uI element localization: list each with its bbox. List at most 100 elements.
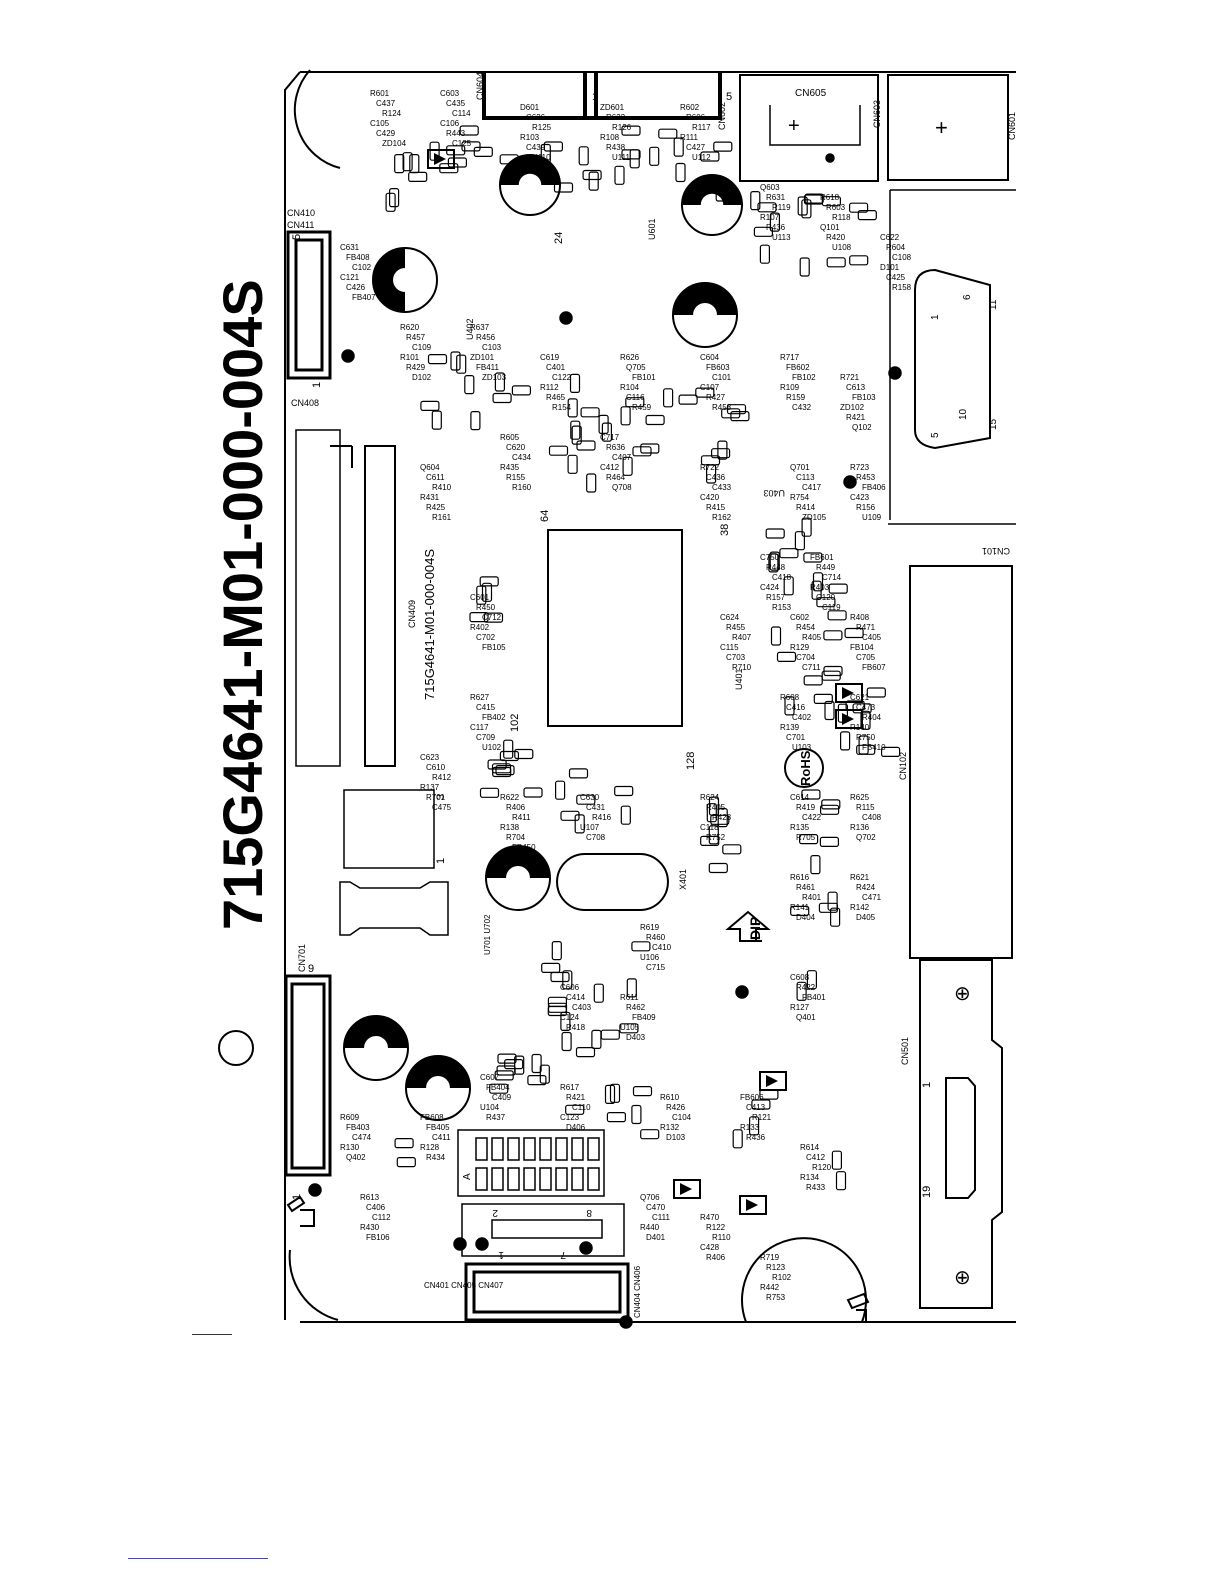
smd-pad-130 bbox=[708, 862, 728, 874]
c702-capacitor-fill bbox=[344, 1016, 408, 1048]
ref-c427: C427 bbox=[686, 143, 706, 152]
smd-pad-4 bbox=[459, 125, 479, 136]
pin-hdmi-19: 19 bbox=[921, 1186, 933, 1198]
ref-c630: C630 bbox=[580, 793, 600, 802]
ref-fb602: FB602 bbox=[786, 363, 810, 372]
cn602-label: CN602 bbox=[717, 102, 727, 130]
ref-u109: U109 bbox=[862, 513, 882, 522]
ref-r453: R453 bbox=[856, 473, 876, 482]
via-7 bbox=[843, 475, 857, 489]
ref-c473: C473 bbox=[856, 703, 876, 712]
smd-pad-24 bbox=[588, 171, 599, 191]
ref-r136: R136 bbox=[850, 823, 870, 832]
smd-pad-96 bbox=[803, 552, 823, 563]
d601-diode-mark bbox=[434, 153, 446, 165]
ref-r431: R431 bbox=[420, 493, 440, 502]
screw-right-icon bbox=[846, 1292, 870, 1323]
smd-pad-79 bbox=[710, 448, 731, 459]
dip-switch-bottom-0 bbox=[475, 1167, 488, 1191]
pin-cn602-5: 5 bbox=[726, 91, 732, 103]
ref-c422: C422 bbox=[802, 813, 822, 822]
smd-pad-122 bbox=[492, 766, 512, 778]
smd-pad-71 bbox=[721, 408, 741, 419]
smd-pad-133 bbox=[819, 804, 840, 815]
ref-r103: R103 bbox=[520, 133, 540, 142]
smd-pad-166 bbox=[632, 1085, 653, 1097]
ref-r421: R421 bbox=[566, 1093, 586, 1102]
ref-c435: C435 bbox=[446, 99, 466, 108]
smd-pad-120 bbox=[487, 759, 507, 770]
ref-r404: R404 bbox=[862, 713, 882, 722]
ref-r705: R705 bbox=[796, 833, 816, 842]
ref-r610: R610 bbox=[660, 1093, 680, 1102]
ref-fb105: FB105 bbox=[482, 643, 506, 652]
zd105-diode bbox=[739, 1195, 767, 1215]
ref-c425: C425 bbox=[886, 273, 906, 282]
smd-pad-176 bbox=[527, 1074, 547, 1086]
pin-cn701-1: 1 bbox=[291, 1194, 303, 1200]
smd-pad-30 bbox=[540, 143, 551, 164]
via-2 bbox=[579, 1241, 593, 1255]
smd-pad-45 bbox=[753, 226, 774, 237]
ref-r124: R124 bbox=[382, 109, 402, 118]
u704-regulator bbox=[343, 789, 435, 869]
ref-r470: R470 bbox=[700, 1213, 720, 1222]
ref-r429: R429 bbox=[406, 363, 426, 372]
smd-pad-194 bbox=[824, 700, 835, 721]
u403-label: U403 bbox=[763, 488, 785, 498]
via-9 bbox=[619, 1315, 633, 1329]
ref-r157: R157 bbox=[766, 593, 786, 602]
smd-pad-36 bbox=[826, 257, 846, 268]
ref-c475: C475 bbox=[432, 803, 452, 812]
smd-pad-100 bbox=[823, 665, 843, 677]
ref-u104: U104 bbox=[480, 1103, 500, 1112]
ref-c623: C623 bbox=[420, 753, 440, 762]
smd-pad-58 bbox=[601, 422, 613, 442]
ref-c619: C619 bbox=[540, 353, 560, 362]
smd-pad-61 bbox=[580, 407, 600, 418]
cn409-label: CN409 bbox=[407, 600, 417, 628]
ref-c102: C102 bbox=[352, 263, 372, 272]
smd-pad-167 bbox=[609, 1083, 621, 1103]
ref-c711: C711 bbox=[802, 663, 821, 672]
pin-u401-64: 64 bbox=[539, 510, 551, 522]
ref-d406: D406 bbox=[566, 1123, 586, 1132]
smd-pad-51 bbox=[450, 351, 461, 371]
cn603-outline bbox=[887, 74, 1009, 181]
x401-label: X401 bbox=[678, 869, 688, 890]
ref-r126: R126 bbox=[612, 123, 632, 132]
ref-r433: R433 bbox=[806, 1183, 826, 1192]
ref-r119: R119 bbox=[772, 203, 791, 212]
smd-pad-145 bbox=[593, 983, 604, 1003]
via-3 bbox=[475, 1237, 489, 1251]
hdmi-plus-bottom: ⊕ bbox=[954, 1267, 971, 1289]
smd-pad-148 bbox=[539, 1064, 550, 1084]
ref-c124: C124 bbox=[560, 1013, 580, 1022]
smd-pad-171 bbox=[748, 1116, 760, 1136]
ref-r159: R159 bbox=[786, 393, 806, 402]
ref-c434: C434 bbox=[512, 453, 532, 462]
c435-capacitor-center bbox=[393, 268, 417, 292]
ref-q701: Q701 bbox=[790, 463, 810, 472]
ref-c123: C123 bbox=[560, 1113, 580, 1122]
smd-pad-55 bbox=[470, 411, 481, 431]
ref-r128: R128 bbox=[420, 1143, 440, 1152]
ref-r701: R701 bbox=[426, 793, 446, 802]
ref-c606: C606 bbox=[560, 983, 580, 992]
ref-r430: R430 bbox=[360, 1223, 380, 1232]
via-4 bbox=[453, 1237, 467, 1251]
smd-pad-108 bbox=[469, 611, 489, 623]
ref-c113: C113 bbox=[796, 473, 815, 482]
ref-c414: C414 bbox=[566, 993, 586, 1002]
smd-pad-37 bbox=[848, 202, 869, 213]
smd-pad-33 bbox=[801, 199, 812, 219]
smd-pad-174 bbox=[394, 1137, 414, 1149]
ref-c103: C103 bbox=[482, 343, 502, 352]
ref-r632: R632 bbox=[606, 113, 626, 122]
ref-c401: C401 bbox=[546, 363, 566, 372]
ref-r437: R437 bbox=[486, 1113, 506, 1122]
ref-r155: R155 bbox=[506, 473, 526, 482]
ref-r414: R414 bbox=[796, 503, 816, 512]
cn603-plus: + bbox=[935, 115, 948, 140]
ref-q102: Q102 bbox=[852, 423, 872, 432]
